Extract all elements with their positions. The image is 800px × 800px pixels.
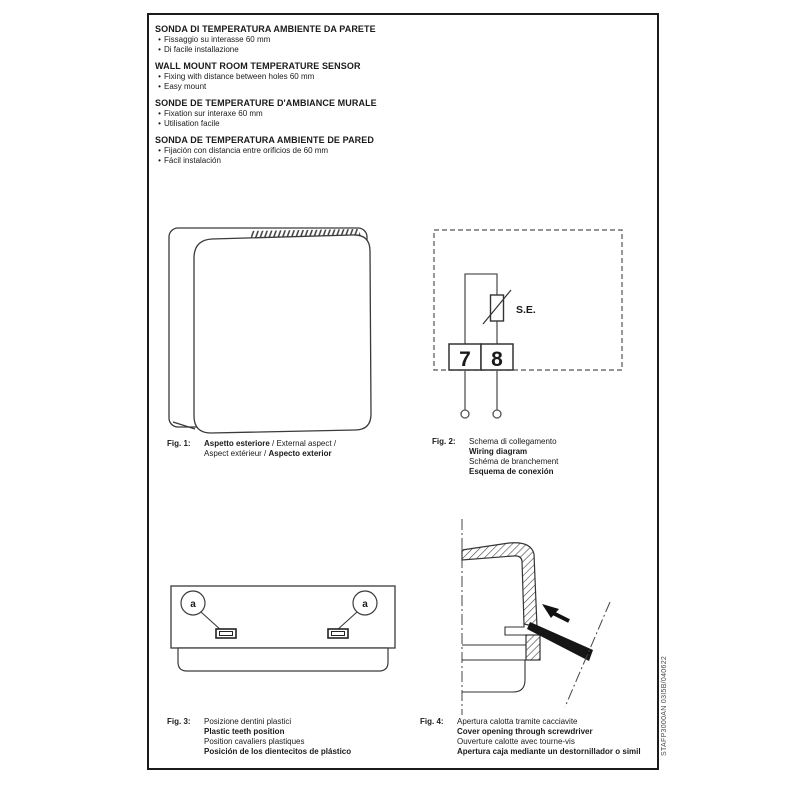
figure-label: Fig. 3: bbox=[167, 717, 191, 726]
product-section: SONDE DE TEMPERATURE D'AMBIANCE MURALE•F… bbox=[155, 98, 645, 129]
arrow-icon bbox=[542, 604, 559, 618]
bullet-icon: • bbox=[158, 156, 161, 165]
product-section: WALL MOUNT ROOM TEMPERATURE SENSOR•Fixin… bbox=[155, 61, 645, 92]
leader-left bbox=[200, 611, 223, 632]
fig1-caption: Fig. 1: Aspetto esteriore / External aspe… bbox=[167, 439, 336, 459]
dashed-boundary bbox=[433, 229, 623, 371]
bullet-icon: • bbox=[158, 35, 161, 44]
section-title: SONDA DI TEMPERATURA AMBIENTE DA PARETE bbox=[155, 24, 376, 34]
fig4-cover-opening-drawing bbox=[461, 519, 611, 715]
fig4-caption: Fig. 4: Apertura calotta tramite cacciavi… bbox=[420, 717, 641, 757]
section-title: WALL MOUNT ROOM TEMPERATURE SENSOR bbox=[155, 61, 361, 71]
figure-label: Fig. 4: bbox=[420, 717, 444, 726]
bullet-icon: • bbox=[158, 45, 161, 54]
base-outline bbox=[177, 647, 389, 672]
lead-terminal-left bbox=[460, 409, 470, 419]
figure-label: Fig. 2: bbox=[432, 437, 456, 446]
base-bottom-outline bbox=[462, 660, 526, 693]
callout-a-left-label: a bbox=[190, 599, 196, 610]
fig3-plastic-teeth-drawing: a a bbox=[170, 585, 396, 672]
document-code: STAFP3000AN 03I5B/040622 bbox=[661, 655, 668, 756]
terminal-7-label: 7 bbox=[459, 348, 471, 371]
edge-line bbox=[172, 421, 196, 430]
latch-step bbox=[504, 624, 526, 636]
thermistor-diagonal bbox=[482, 289, 512, 325]
bullet-icon: • bbox=[158, 72, 161, 81]
arrow-shaft bbox=[552, 611, 570, 623]
base-rim-section bbox=[525, 634, 541, 661]
screwdriver-icon bbox=[527, 622, 593, 661]
terminal-8-box bbox=[480, 343, 514, 371]
bullet-icon: • bbox=[158, 119, 161, 128]
bullet-item: •Fácil instalación bbox=[155, 156, 645, 166]
leader-right bbox=[335, 611, 358, 632]
front-cover bbox=[193, 234, 372, 434]
bullet-item: •Fissaggio su interasse 60 mm bbox=[155, 35, 645, 45]
bullet-item: •Easy mount bbox=[155, 82, 645, 92]
datasheet-page: SONDA DI TEMPERATURA AMBIENTE DA PARETE•… bbox=[147, 13, 659, 770]
bullet-icon: • bbox=[158, 109, 161, 118]
section-title: SONDA DE TEMPERATURA AMBIENTE DE PARED bbox=[155, 135, 374, 145]
screwdriver-axis-line bbox=[564, 601, 611, 708]
bullet-item: •Utilisation facile bbox=[155, 119, 645, 129]
cover-section bbox=[461, 542, 538, 628]
caption-text: Aspetto esteriore / External aspect /Asp… bbox=[204, 439, 337, 458]
thermistor-symbol bbox=[489, 294, 505, 322]
fig2-wiring-diagram: S.E. 7 8 bbox=[433, 229, 623, 419]
bullet-item: •Fijación con distancia entre orificios … bbox=[155, 146, 645, 156]
cover-bottom-view bbox=[170, 585, 396, 649]
product-section: SONDA DE TEMPERATURA AMBIENTE DE PARED•F… bbox=[155, 135, 645, 166]
sensor-label: S.E. bbox=[516, 304, 536, 316]
bullet-icon: • bbox=[158, 82, 161, 91]
section-title: SONDE DE TEMPERATURE D'AMBIANCE MURALE bbox=[155, 98, 377, 108]
callout-a-right-label: a bbox=[362, 599, 368, 610]
tooth-left-inner bbox=[219, 631, 233, 636]
figure-label: Fig. 1: bbox=[167, 439, 191, 448]
bullet-icon: • bbox=[158, 146, 161, 155]
product-section: SONDA DI TEMPERATURA AMBIENTE DA PARETE•… bbox=[155, 24, 645, 55]
fig1-external-aspect-drawing bbox=[168, 227, 372, 434]
product-descriptions: SONDA DI TEMPERATURA AMBIENTE DA PARETE•… bbox=[155, 18, 645, 166]
tooth-right-inner bbox=[331, 631, 345, 636]
wire-left bbox=[464, 273, 498, 344]
lead-terminal-right bbox=[492, 409, 502, 419]
bullet-item: •Fixation sur interaxe 60 mm bbox=[155, 109, 645, 119]
terminal-8-label: 8 bbox=[491, 348, 503, 371]
bullet-item: •Fixing with distance between holes 60 m… bbox=[155, 72, 645, 82]
bullet-item: •Di facile installazione bbox=[155, 45, 645, 55]
callout-a-right bbox=[352, 590, 378, 616]
callout-a-left bbox=[180, 590, 206, 616]
